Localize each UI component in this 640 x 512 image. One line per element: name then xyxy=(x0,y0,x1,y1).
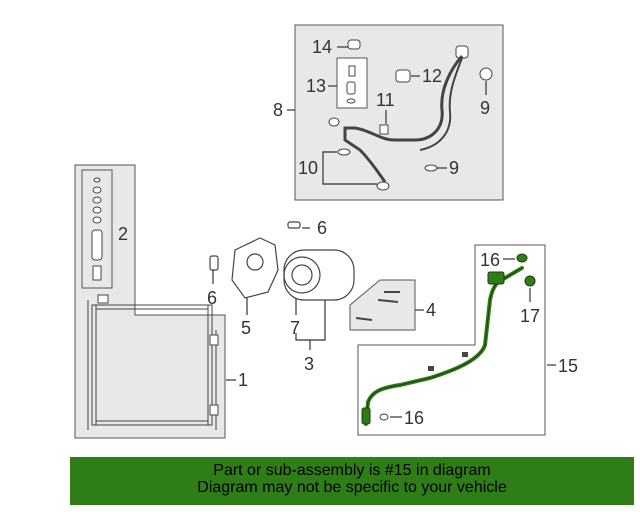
condenser xyxy=(87,294,219,430)
callout-9b: 9 xyxy=(449,158,459,178)
leader-3 xyxy=(295,300,326,341)
callout-6a: 6 xyxy=(207,288,217,308)
compressor-group xyxy=(209,221,355,301)
o-ring-top xyxy=(516,253,528,263)
parts-diagram: 1 2 3 4 5 6 6 7 8 9 9 10 11 12 13 14 15 … xyxy=(74,24,578,439)
callout-12: 12 xyxy=(422,66,442,86)
vehicle-note-banner: Part or sub-assembly is #15 in diagram D… xyxy=(70,457,634,505)
bolt-kit-parts xyxy=(355,291,400,321)
callout-6b: 6 xyxy=(317,218,327,238)
callout-16a: 16 xyxy=(480,250,500,270)
callout-7: 7 xyxy=(290,318,300,338)
callout-5: 5 xyxy=(241,318,251,338)
o-ring-bottom xyxy=(379,413,389,421)
suction-line-outline xyxy=(365,267,523,425)
cap-17 xyxy=(524,275,536,287)
bolt-kit-panel xyxy=(349,279,416,331)
suction-line-end xyxy=(361,407,371,425)
banner-line-1: Part or sub-assembly is #15 in diagram xyxy=(213,462,491,479)
clip-2 xyxy=(462,352,468,357)
callout-2: 2 xyxy=(118,224,128,244)
upper-hose-2 xyxy=(419,57,463,151)
suction-line-panel xyxy=(357,244,546,436)
callout-14: 14 xyxy=(312,37,332,57)
callout-9a: 9 xyxy=(480,98,490,118)
suction-line-fitting xyxy=(487,271,505,285)
callout-8: 8 xyxy=(273,100,283,120)
clip-1 xyxy=(428,366,434,371)
callout-17: 17 xyxy=(520,306,540,326)
callout-1: 1 xyxy=(238,370,248,390)
callout-16b: 16 xyxy=(404,408,424,428)
callout-4: 4 xyxy=(426,300,436,320)
callout-10: 10 xyxy=(298,158,318,178)
leader-10 xyxy=(322,151,377,185)
upper-hose xyxy=(343,55,464,183)
callout-11: 11 xyxy=(376,90,395,110)
callout-15: 15 xyxy=(558,356,578,376)
receiver-drier-parts xyxy=(91,177,103,281)
valve-parts xyxy=(328,39,493,191)
callout-3: 3 xyxy=(304,354,314,374)
callout-13: 13 xyxy=(306,76,326,96)
banner-line-2: Diagram may not be specific to your vehi… xyxy=(197,479,507,496)
